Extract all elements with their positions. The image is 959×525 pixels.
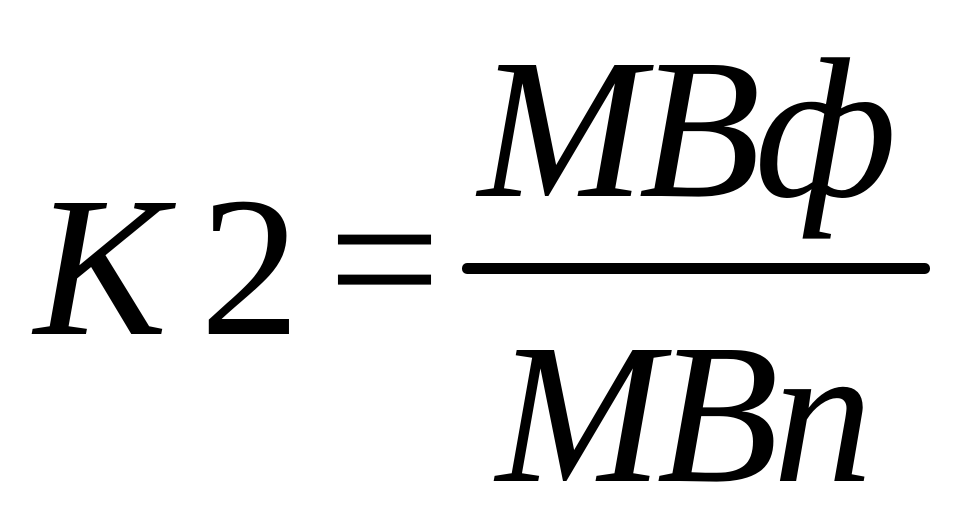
equals-sign: =: [328, 149, 441, 370]
fraction-denominator: MBn: [496, 304, 873, 525]
fraction-bar: [462, 263, 930, 274]
lhs-variable: K: [34, 157, 168, 378]
lhs-subscript: 2: [200, 157, 300, 378]
fraction-numerator: MBф: [478, 19, 897, 240]
